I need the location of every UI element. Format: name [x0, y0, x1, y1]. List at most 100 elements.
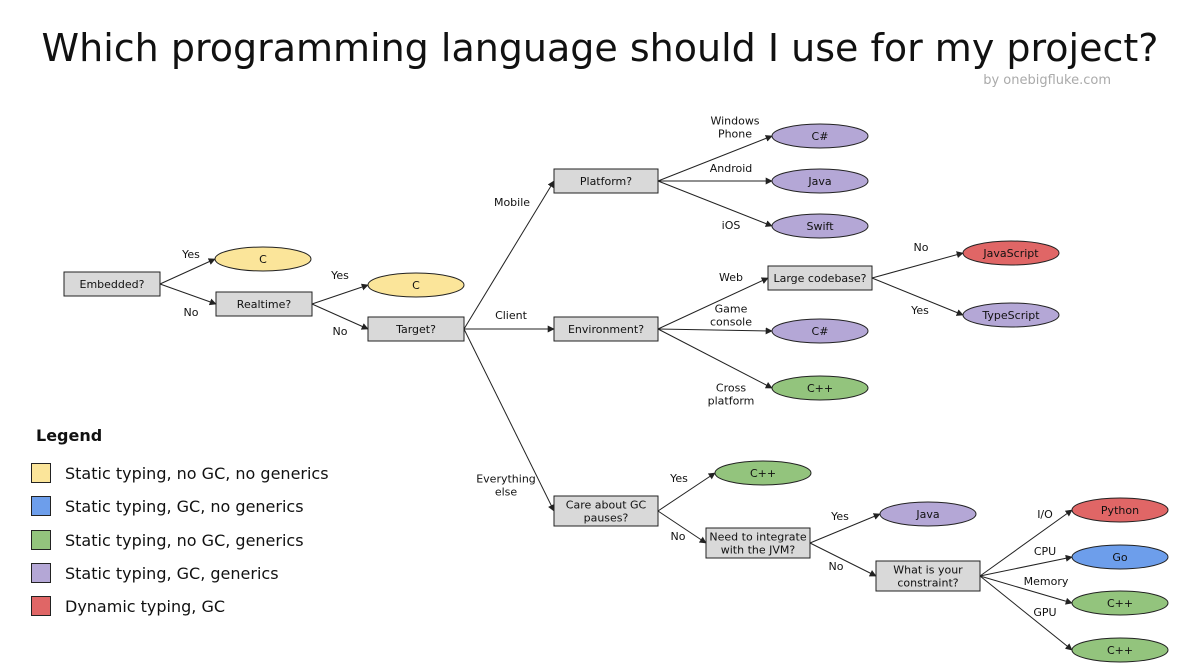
legend-item: Static typing, GC, generics [31, 561, 279, 585]
legend-item: Static typing, no GC, generics [31, 528, 304, 552]
edge-label-codebase-yes: Yes [910, 304, 929, 317]
edge-label-codebase-no: No [914, 241, 929, 254]
language-label: Go [1112, 551, 1128, 564]
language-cpp-cross: C++ [771, 375, 869, 401]
edge-label-client: Client [495, 309, 528, 322]
language-c-embedded: C [214, 246, 312, 272]
language-csharp-console: C# [771, 318, 869, 344]
edge-codebase-no [871, 251, 964, 279]
edges-layer [159, 135, 1073, 651]
legend-label: Static typing, GC, generics [65, 563, 279, 583]
nodes-layer: Embedded?Realtime?Target?Platform?Enviro… [63, 123, 1169, 663]
language-label: C [259, 253, 267, 266]
legend-item: Dynamic typing, GC [31, 594, 225, 618]
language-label: Python [1101, 504, 1139, 517]
edge-jvm-no [809, 542, 877, 577]
legend-swatch [31, 563, 51, 583]
language-label: C++ [807, 382, 833, 395]
edge-label-jvm-no: No [829, 560, 844, 573]
edge-label-android: Android [710, 162, 753, 175]
language-cpp-memory: C++ [1071, 590, 1169, 616]
edge-realtime-no [311, 303, 369, 330]
decision-platform: Platform? [553, 168, 659, 194]
edge-label-web: Web [719, 271, 743, 284]
edge-label-realtime-no: No [333, 325, 348, 338]
language-label: Java [915, 508, 939, 521]
decision-environment: Environment? [553, 316, 659, 342]
language-cpp-gpu: C++ [1071, 637, 1169, 663]
language-go: Go [1071, 544, 1169, 570]
edge-codebase-yes [871, 277, 964, 316]
edge-cross-platform [657, 328, 773, 389]
edge-label-cpu: CPU [1034, 545, 1056, 558]
edge-io [979, 509, 1073, 577]
legend-item: Static typing, no GC, no generics [31, 461, 329, 485]
language-label: C++ [1107, 644, 1133, 657]
edge-web [657, 277, 769, 330]
language-label: JavaScript [982, 247, 1039, 260]
language-label: C# [812, 325, 829, 338]
language-label: TypeScript [981, 309, 1040, 322]
edge-label-gc-no: No [671, 530, 686, 543]
language-label: C [412, 279, 420, 292]
decision-label: Target? [395, 323, 436, 336]
edge-jvm-yes [809, 513, 881, 544]
language-java-android: Java [771, 168, 869, 194]
legend-swatch [31, 530, 51, 550]
decision-large-codebase: Large codebase? [767, 265, 873, 291]
language-typescript: TypeScript [962, 302, 1060, 328]
decision-label: Large codebase? [773, 272, 866, 285]
edge-label-embedded-yes: Yes [181, 248, 200, 261]
edge-memory [979, 575, 1073, 605]
legend-title: Legend [36, 426, 103, 445]
language-label: Swift [806, 220, 834, 233]
edge-game-console [657, 327, 773, 335]
edge-label-memory: Memory [1024, 575, 1069, 588]
legend-label: Static typing, no GC, no generics [65, 463, 329, 483]
edge-label-embedded-no: No [184, 306, 199, 319]
language-swift-ios: Swift [771, 213, 869, 239]
legend-label: Dynamic typing, GC [65, 596, 226, 616]
decision-target: Target? [367, 316, 465, 342]
edge-ios [657, 180, 773, 227]
language-label: Java [807, 175, 831, 188]
language-label: C++ [1107, 597, 1133, 610]
edge-label-mobile: Mobile [494, 196, 530, 209]
language-java-jvm: Java [879, 501, 977, 527]
language-javascript: JavaScript [962, 240, 1060, 266]
language-cpp-gc: C++ [714, 460, 812, 486]
language-label: C# [812, 130, 829, 143]
decision-realtime: Realtime? [215, 291, 313, 317]
language-csharp-wp: C# [771, 123, 869, 149]
language-c-realtime: C [367, 272, 465, 298]
edge-mobile [463, 180, 555, 330]
legend-item: Static typing, GC, no generics [31, 494, 304, 518]
edge-label-ios: iOS [722, 219, 741, 232]
decision-label: Platform? [580, 175, 632, 188]
edge-label-jvm-yes: Yes [830, 510, 849, 523]
language-label: C++ [750, 467, 776, 480]
credit-text: by onebigfluke.com [983, 73, 1111, 88]
decision-label: Environment? [568, 323, 644, 336]
edge-gc-yes [657, 472, 716, 512]
edge-realtime-yes [311, 283, 369, 305]
page-title: Which programming language should I use … [41, 26, 1159, 70]
edge-label-gc-yes: Yes [669, 472, 688, 485]
edge-label-io: I/O [1037, 508, 1053, 521]
edge-label-realtime-yes: Yes [330, 269, 349, 282]
edge-gpu [979, 575, 1073, 651]
language-python: Python [1071, 497, 1169, 523]
decision-label: Realtime? [237, 298, 292, 311]
legend-label: Static typing, GC, no generics [65, 496, 304, 516]
edge-cpu [979, 554, 1073, 577]
edge-label-gpu: GPU [1033, 606, 1056, 619]
edge-embedded-yes [159, 258, 216, 285]
